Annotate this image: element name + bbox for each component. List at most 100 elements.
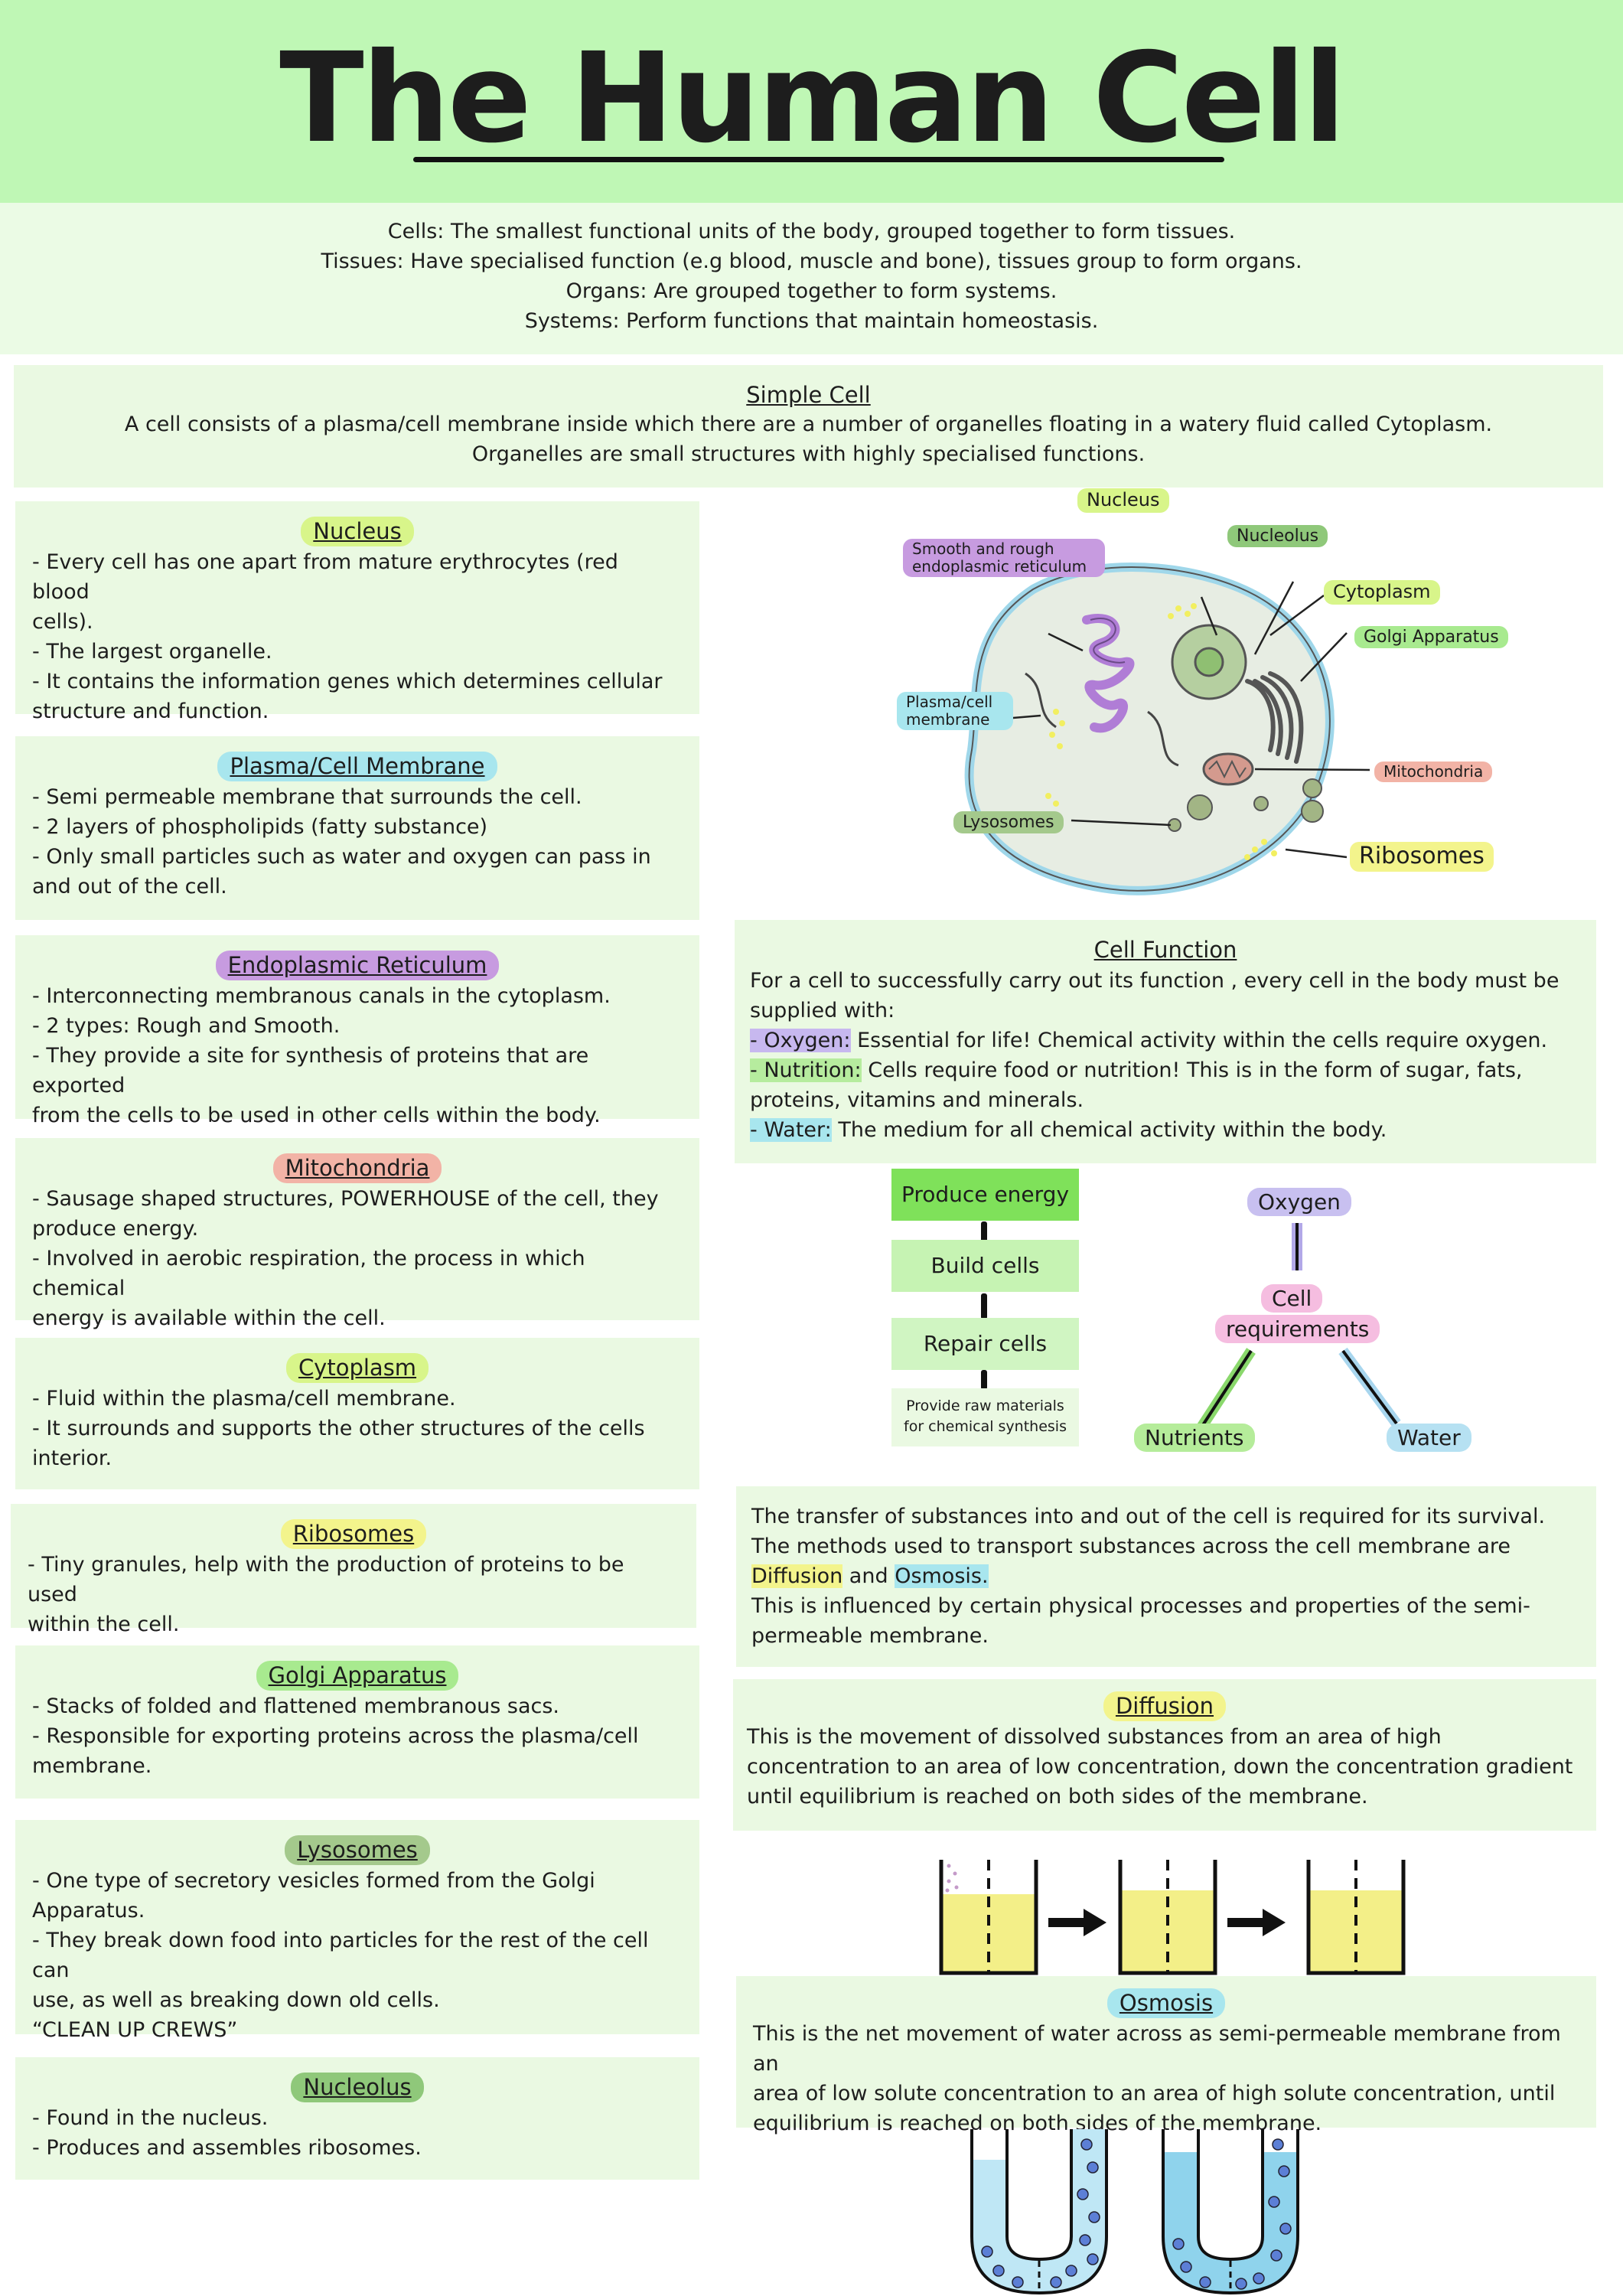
diagram-label-membrane: Plasma/cell membrane bbox=[897, 692, 1013, 730]
osmosis-section: Osmosis This is the net movement of wate… bbox=[736, 1976, 1596, 2135]
cell-function-heading: Cell Function bbox=[1093, 937, 1237, 963]
mitochondria-line: energy is available within the cell. bbox=[32, 1306, 386, 1330]
nucleus-card: Nucleus - Every cell has one apart from … bbox=[15, 501, 699, 723]
er-line: - 2 types: Rough and Smooth. bbox=[32, 1014, 341, 1038]
transport-line: The methods used to transport substances… bbox=[751, 1534, 1511, 1558]
transport-line: permeable membrane. bbox=[751, 1624, 989, 1648]
membrane-line: - Semi permeable membrane that surrounds… bbox=[32, 785, 582, 809]
diagram-label-er: Smooth and rough endoplasmic reticulum bbox=[903, 539, 1105, 577]
golgi-card: Golgi Apparatus - Stacks of folded and f… bbox=[15, 1645, 699, 1799]
simple-cell-section: Simple Cell A cell consists of a plasma/… bbox=[14, 365, 1603, 488]
beaker-end bbox=[1306, 1860, 1406, 1975]
flow-connector bbox=[981, 1370, 987, 1390]
page-title: The Human Cell bbox=[279, 27, 1346, 171]
flow-connector bbox=[981, 1293, 987, 1319]
lysosomes-line: use, as well as breaking down old cells. bbox=[32, 1988, 440, 2012]
requirement-nutrients: Nutrients bbox=[1134, 1424, 1255, 1452]
membrane-line: and out of the cell. bbox=[32, 875, 227, 899]
intro-line-cells: Cells: The smallest functional units of … bbox=[387, 220, 1236, 243]
lysosome-shape bbox=[1253, 796, 1269, 811]
simple-cell-line-1: A cell consists of a plasma/cell membran… bbox=[124, 413, 1493, 436]
ribosomes-line: within the cell. bbox=[28, 1613, 180, 1636]
cytoplasm-line: - It surrounds and supports the other st… bbox=[32, 1417, 645, 1440]
diagram-label-mitochondria: Mitochondria bbox=[1374, 762, 1493, 782]
water-text: The medium for all chemical activity wit… bbox=[831, 1118, 1387, 1142]
nutrition-text-2: proteins, vitamins and minerals. bbox=[750, 1088, 1084, 1112]
transport-line: The transfer of substances into and out … bbox=[751, 1505, 1546, 1528]
beaker-middle bbox=[1118, 1860, 1217, 1975]
osmosis-line: This is the net movement of water across… bbox=[753, 2022, 1561, 2076]
er-line: - They provide a site for synthesis of p… bbox=[32, 1044, 589, 1097]
oxygen-key: - Oxygen: bbox=[750, 1029, 851, 1052]
cell-function-intro: For a cell to successfully carry out its… bbox=[750, 969, 1559, 993]
golgi-heading: Golgi Apparatus bbox=[256, 1661, 459, 1691]
diagram-label-nucleus: Nucleus bbox=[1077, 488, 1169, 513]
diffusion-line: concentration to an area of low concentr… bbox=[747, 1755, 1573, 1779]
requirement-water: Water bbox=[1387, 1424, 1471, 1452]
arrow-icon bbox=[1263, 1909, 1286, 1936]
nutrition-key: - Nutrition: bbox=[750, 1058, 862, 1082]
cytoplasm-heading: Cytoplasm bbox=[285, 1353, 429, 1383]
requirements-center-line2: requirements bbox=[1215, 1315, 1380, 1343]
flow-note: Provide raw materials for chemical synth… bbox=[891, 1388, 1079, 1446]
beaker-start bbox=[939, 1860, 1038, 1975]
u-tube-right bbox=[1162, 2129, 1299, 2295]
simple-cell-heading: Simple Cell bbox=[746, 382, 871, 408]
flow-step-repair-cells: Repair cells bbox=[891, 1318, 1079, 1370]
intro-line-tissues: Tissues: Have specialised function (e.g … bbox=[321, 249, 1302, 273]
nucleus-line: - The largest organelle. bbox=[32, 640, 272, 664]
diffusion-line: This is the movement of dissolved substa… bbox=[747, 1725, 1442, 1749]
golgi-line: - Stacks of folded and flattened membran… bbox=[32, 1694, 559, 1718]
oxygen-text: Essential for life! Chemical activity wi… bbox=[850, 1029, 1548, 1052]
lysosomes-line: Apparatus. bbox=[32, 1899, 145, 1923]
nucleus-line: - It contains the information genes whic… bbox=[32, 670, 663, 693]
er-heading: Endoplasmic Reticulum bbox=[215, 951, 500, 980]
diagram-label-ribosomes: Ribosomes bbox=[1350, 842, 1494, 872]
requirements-diagram bbox=[1197, 1223, 1401, 1430]
cytoplasm-line: interior. bbox=[32, 1446, 112, 1470]
ribosomes-line: - Tiny granules, help with the productio… bbox=[28, 1553, 624, 1606]
nucleus-line: structure and function. bbox=[32, 700, 269, 723]
cell-function-section: Cell Function For a cell to successfully… bbox=[735, 920, 1596, 1163]
diagram-label-nucleolus: Nucleolus bbox=[1227, 525, 1328, 548]
transport-line: This is influenced by certain physical p… bbox=[751, 1594, 1530, 1618]
diffusion-beakers bbox=[939, 1860, 1406, 1975]
golgi-line: membrane. bbox=[32, 1754, 152, 1778]
er-line: from the cells to be used in other cells… bbox=[32, 1104, 601, 1127]
membrane-line: - 2 layers of phospholipids (fatty subst… bbox=[32, 815, 488, 839]
ribosomes-card: Ribosomes - Tiny granules, help with the… bbox=[11, 1504, 696, 1636]
nucleolus-line: - Produces and assembles ribosomes. bbox=[32, 2136, 422, 2160]
requirements-center-line1: Cell bbox=[1261, 1284, 1323, 1313]
water-key: - Water: bbox=[750, 1118, 832, 1142]
cell-diagram bbox=[964, 563, 1370, 895]
golgi-shape bbox=[1245, 671, 1304, 764]
mitochondria-line: produce energy. bbox=[32, 1217, 199, 1241]
osmosis-u-tubes bbox=[970, 2129, 1299, 2295]
osmosis-line: area of low solute concentration to an a… bbox=[753, 2082, 1556, 2105]
transport-section: The transfer of substances into and out … bbox=[736, 1486, 1596, 1667]
intro-line-organs: Organs: Are grouped together to form sys… bbox=[565, 279, 1058, 303]
lysosomes-line: “CLEAN UP CREWS” bbox=[32, 2018, 238, 2042]
transport-and: and bbox=[842, 1564, 895, 1588]
nucleolus-shape bbox=[1194, 647, 1224, 677]
lysosomes-heading: Lysosomes bbox=[285, 1835, 430, 1865]
cytoplasm-card: Cytoplasm - Fluid within the plasma/cell… bbox=[15, 1338, 699, 1489]
u-tube-left bbox=[970, 2129, 1108, 2295]
nucleolus-line: - Found in the nucleus. bbox=[32, 2106, 269, 2130]
nucleus-heading: Nucleus bbox=[301, 517, 414, 546]
mitochondria-heading: Mitochondria bbox=[272, 1153, 442, 1183]
nutrition-text: Cells require food or nutrition! This is… bbox=[861, 1058, 1523, 1082]
membrane-heading: Plasma/Cell Membrane bbox=[217, 752, 497, 781]
er-line: - Interconnecting membranous canals in t… bbox=[32, 984, 611, 1008]
transport-osmosis: Osmosis. bbox=[895, 1564, 989, 1588]
flow-step-build-cells: Build cells bbox=[891, 1240, 1079, 1292]
nucleus-line: - Every cell has one apart from mature e… bbox=[32, 550, 618, 604]
lysosome-shape bbox=[1301, 800, 1324, 823]
nucleolus-heading: Nucleolus bbox=[291, 2073, 424, 2102]
intro-section: Cells: The smallest functional units of … bbox=[0, 203, 1623, 354]
diffusion-heading: Diffusion bbox=[1103, 1691, 1227, 1721]
ribosomes-heading: Ribosomes bbox=[280, 1519, 427, 1549]
osmosis-heading: Osmosis bbox=[1106, 1988, 1226, 2018]
osmosis-line: equilibrium is reached on both sides of … bbox=[753, 2112, 1322, 2135]
mitochondria-card: Mitochondria - Sausage shaped structures… bbox=[15, 1138, 699, 1330]
